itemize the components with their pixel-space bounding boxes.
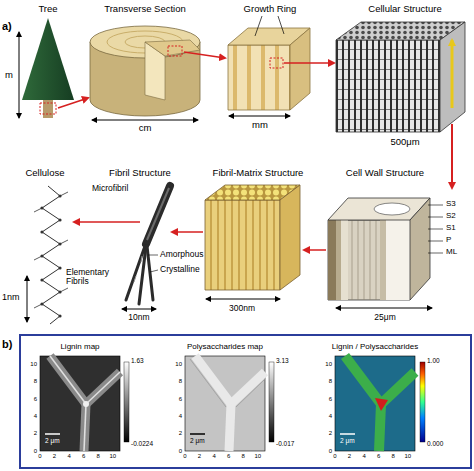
axis-tick: 10: [175, 361, 182, 368]
label: Fibril Structure: [109, 168, 171, 178]
label: 25μm: [374, 313, 395, 322]
label: Amorphous: [160, 250, 203, 259]
axis-tick: 0: [329, 448, 332, 455]
axis-tick: 10: [30, 361, 37, 368]
axis-tick: 8: [242, 453, 245, 460]
colorbar-value: 3.13: [276, 357, 289, 364]
scale-label: 2 μm: [340, 437, 355, 444]
axis-tick: 6: [227, 453, 230, 460]
axis-tick: 2: [329, 430, 332, 437]
scale-label: 2 μm: [45, 437, 60, 444]
axis-tick: 4: [329, 413, 332, 420]
axis-tick: 6: [82, 453, 85, 460]
axis-tick: 6: [179, 396, 182, 403]
axis-tick: 6: [34, 396, 37, 403]
axis-tick: 8: [392, 453, 395, 460]
label: P: [446, 236, 451, 245]
label: Cell Wall Structure: [346, 168, 424, 178]
label: Growth Ring: [244, 4, 297, 14]
axis-tick: 2: [348, 453, 351, 460]
label: Lignin map: [60, 343, 99, 352]
label: Cellulose: [25, 168, 64, 178]
axis-tick: 4: [212, 453, 215, 460]
axis-tick: 8: [34, 378, 37, 385]
axis-tick: 2: [198, 453, 201, 460]
axis-tick: 8: [97, 453, 100, 460]
label: Elementary Fibrils: [66, 268, 120, 287]
label: ML: [446, 248, 457, 257]
label: 300nm: [229, 304, 255, 313]
label: cm: [139, 123, 152, 133]
axis-tick: 10: [404, 453, 411, 460]
axis-tick: 0: [333, 453, 336, 460]
label: 1nm: [2, 293, 20, 303]
axis-tick: 8: [329, 378, 332, 385]
label: Microfibril: [92, 184, 128, 193]
label: Lignin / Polysaccharides: [332, 343, 418, 352]
label: m: [5, 70, 13, 80]
colorbar-value: 0.000: [427, 440, 443, 447]
label: Crystalline: [160, 265, 200, 274]
label: 500μm: [390, 137, 419, 147]
axis-tick: 6: [377, 453, 380, 460]
colorbar-value: 1.00: [427, 357, 440, 364]
axis-tick: 4: [67, 453, 70, 460]
label: Cellular Structure: [368, 4, 441, 14]
axis-tick: 0: [38, 453, 41, 460]
colorbar-value: 1.63: [131, 357, 144, 364]
axis-tick: 0: [179, 448, 182, 455]
label: S1: [446, 224, 456, 233]
axis-tick: 2: [53, 453, 56, 460]
axis-tick: 2: [179, 430, 182, 437]
axis-tick: 0: [34, 448, 37, 455]
colorbar-value: -0.0224: [131, 440, 153, 447]
axis-tick: 2: [34, 430, 37, 437]
label: Transverse Section: [104, 4, 186, 14]
label: S3: [446, 200, 456, 209]
axis-tick: 10: [254, 453, 261, 460]
scale-label: 2 μm: [190, 437, 205, 444]
label: Polysaccharides map: [187, 343, 263, 352]
axis-tick: 10: [325, 361, 332, 368]
axis-tick: 6: [329, 396, 332, 403]
label: Tree: [38, 4, 57, 14]
axis-tick: 10: [109, 453, 116, 460]
label: a): [2, 20, 12, 32]
label: S2: [446, 212, 456, 221]
label: mm: [252, 120, 268, 130]
label: Fibril-Matrix Structure: [213, 168, 304, 178]
axis-tick: 4: [34, 413, 37, 420]
axis-tick: 0: [183, 453, 186, 460]
label: b): [2, 338, 12, 350]
axis-tick: 4: [179, 413, 182, 420]
axis-tick: 8: [179, 378, 182, 385]
axis-tick: 4: [362, 453, 365, 460]
label: 10nm: [128, 313, 149, 322]
colorbar-value: -0.017: [276, 440, 294, 447]
